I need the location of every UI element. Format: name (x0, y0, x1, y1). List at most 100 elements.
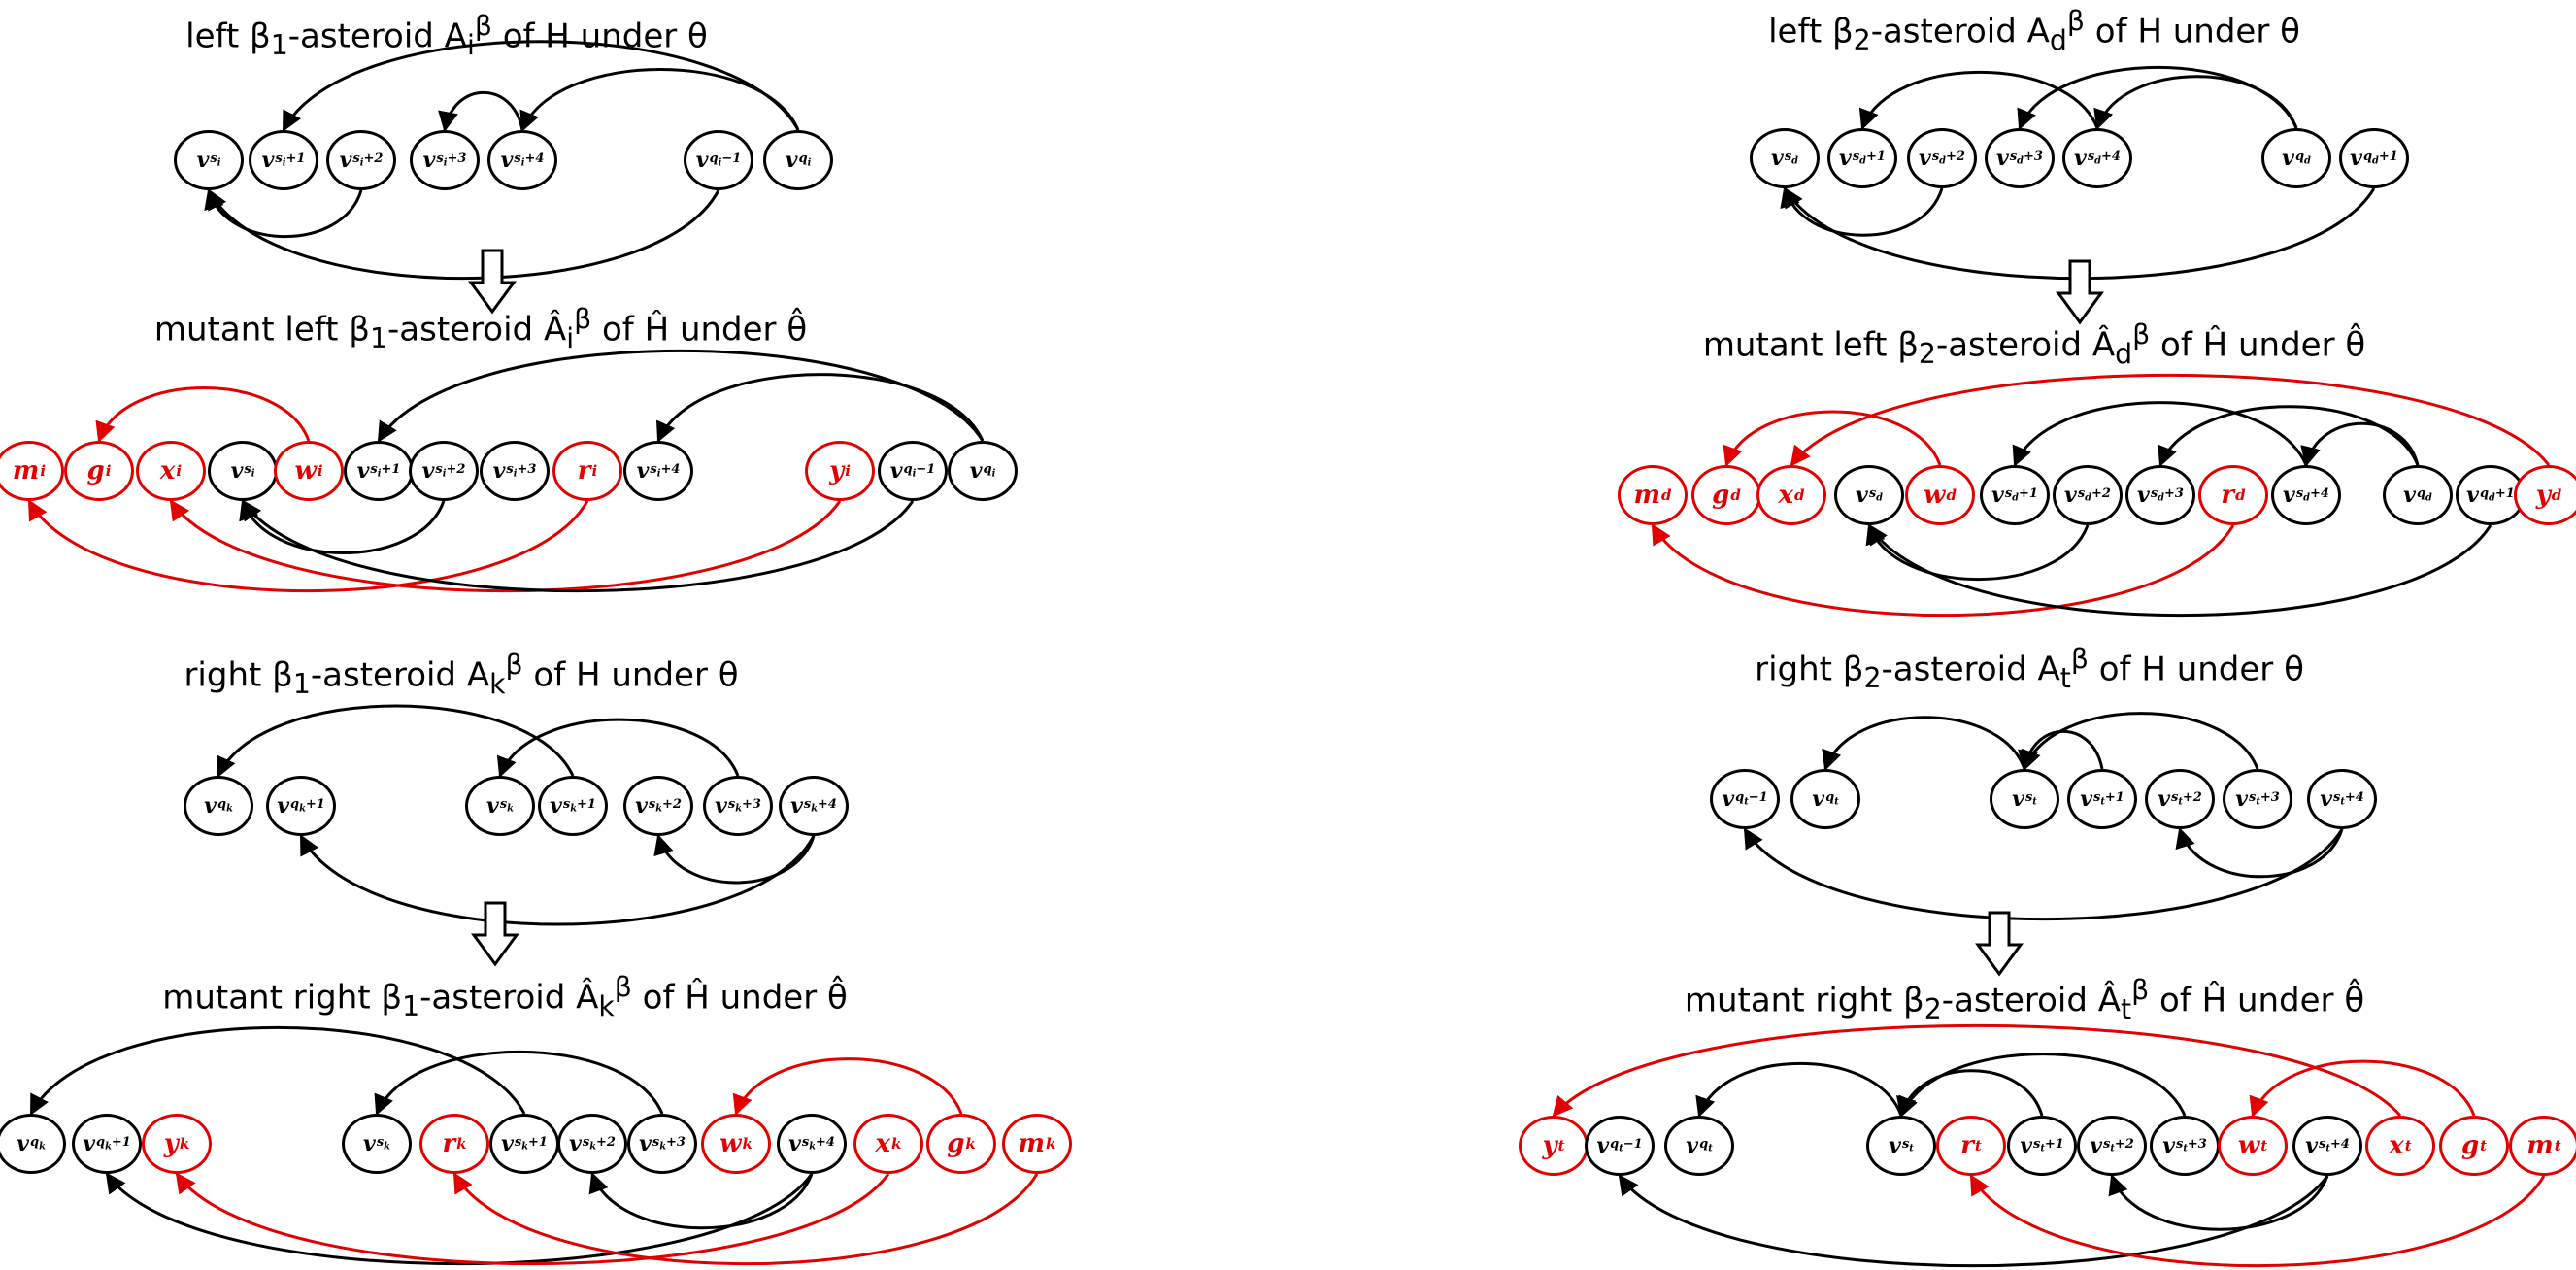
node-label: v (636, 458, 650, 484)
node-subscript: st (1901, 1137, 1914, 1154)
node-label: v (1812, 786, 1825, 812)
node-subscript: qk (217, 797, 233, 815)
panel-title-p4: mutant right β1-asteroid Âkβ of Ĥ under … (162, 971, 848, 1023)
edge-p2-vq-to-vs4 (656, 373, 985, 443)
node-subscript: sk+4 (803, 797, 837, 815)
edge-p7-vs3-to-vs (2021, 712, 2259, 771)
node-label: v (790, 793, 803, 819)
node-subscript: si+1 (370, 462, 401, 480)
node-subscript: t (2404, 1137, 2412, 1154)
node-label: v (501, 1131, 514, 1156)
edge-p4-g-to-w (732, 1057, 963, 1116)
node-subscript: si+3 (506, 462, 537, 480)
node-label: v (2283, 483, 2295, 508)
edge-p6-y-to-x (1790, 373, 2551, 467)
edge-p4-vs3-to-vs (374, 1050, 664, 1116)
edge-p8-m-to-r (1969, 1174, 2546, 1268)
edge-p4-m-to-r (452, 1172, 1039, 1266)
edge-p5-vs2-to-vs (1780, 185, 1944, 237)
node-label: v (695, 148, 709, 173)
panel-title-p6: mutant left β2-asteroid Âdβ of Ĥ under θ… (1702, 318, 2366, 371)
node-subscript: sk+2 (582, 1135, 616, 1153)
node-label: v (1596, 1133, 1610, 1158)
transform-arrow-right-top (2056, 259, 2104, 325)
node-subscript: t (1557, 1137, 1565, 1154)
node-label: v (2020, 1133, 2032, 1158)
node-label: v (2064, 483, 2077, 508)
node-subscript: qi−1 (709, 151, 742, 169)
node-label: v (569, 1131, 582, 1156)
node-label: v (1991, 483, 2004, 508)
node-subscript: qk (29, 1135, 46, 1153)
edge-p8-vs3-to-vs (1898, 1053, 2187, 1118)
node-subscript: sd+4 (2087, 150, 2121, 167)
node-label: v (1919, 146, 1931, 171)
node-subscript: i (176, 462, 183, 480)
node-label: v (2080, 786, 2092, 812)
node-label: v (550, 793, 562, 819)
edge-p5-vs4-to-vs1 (1858, 71, 2099, 130)
node-label: m (2526, 1131, 2554, 1160)
node-subscript: st+4 (2333, 790, 2364, 808)
node-label: v (1722, 786, 1735, 812)
node-subscript: d (2551, 486, 2562, 504)
node-label: v (2158, 786, 2170, 812)
edge-p6-w-to-g (1723, 410, 1942, 467)
panel-title-p3: right β1-asteroid Akβ of H under θ (184, 649, 739, 701)
edge-p2-vs2-to-vs (239, 499, 446, 554)
node-subscript: sd+1 (1852, 150, 1886, 167)
edge-p8-vs1-to-vs (1896, 1069, 2044, 1119)
node-subscript: qi (983, 462, 996, 480)
edge-p8-vs-to-vq (1695, 1061, 1903, 1118)
node-subscript: k (456, 1135, 467, 1153)
node-label: v (2403, 483, 2416, 508)
edge-p8-vs4-to-vs2 (2108, 1174, 2329, 1231)
node-subscript: d (1946, 486, 1957, 504)
node-label: v (363, 1131, 376, 1156)
node-subscript: sd+3 (2150, 486, 2184, 504)
node-subscript: k (891, 1135, 902, 1153)
node-label: v (2162, 1133, 2175, 1158)
node-subscript: sk+2 (648, 797, 682, 815)
edge-p2-r-to-m (27, 499, 589, 592)
node-subscript: qt−1 (1610, 1137, 1643, 1154)
node-label: v (17, 1131, 29, 1156)
edge-p7-vs4-to-vs2 (2175, 826, 2344, 879)
node-label: x (875, 1129, 891, 1158)
node-label: w (2237, 1131, 2260, 1160)
node-subscript: si (210, 151, 221, 169)
node-label: m (12, 456, 40, 485)
node-subscript: i (591, 462, 598, 480)
node-label: v (277, 793, 289, 819)
node-subscript: si+2 (435, 462, 466, 480)
node-label: w (719, 1129, 742, 1158)
edge-p2-vq-to-vs1 (377, 349, 985, 443)
